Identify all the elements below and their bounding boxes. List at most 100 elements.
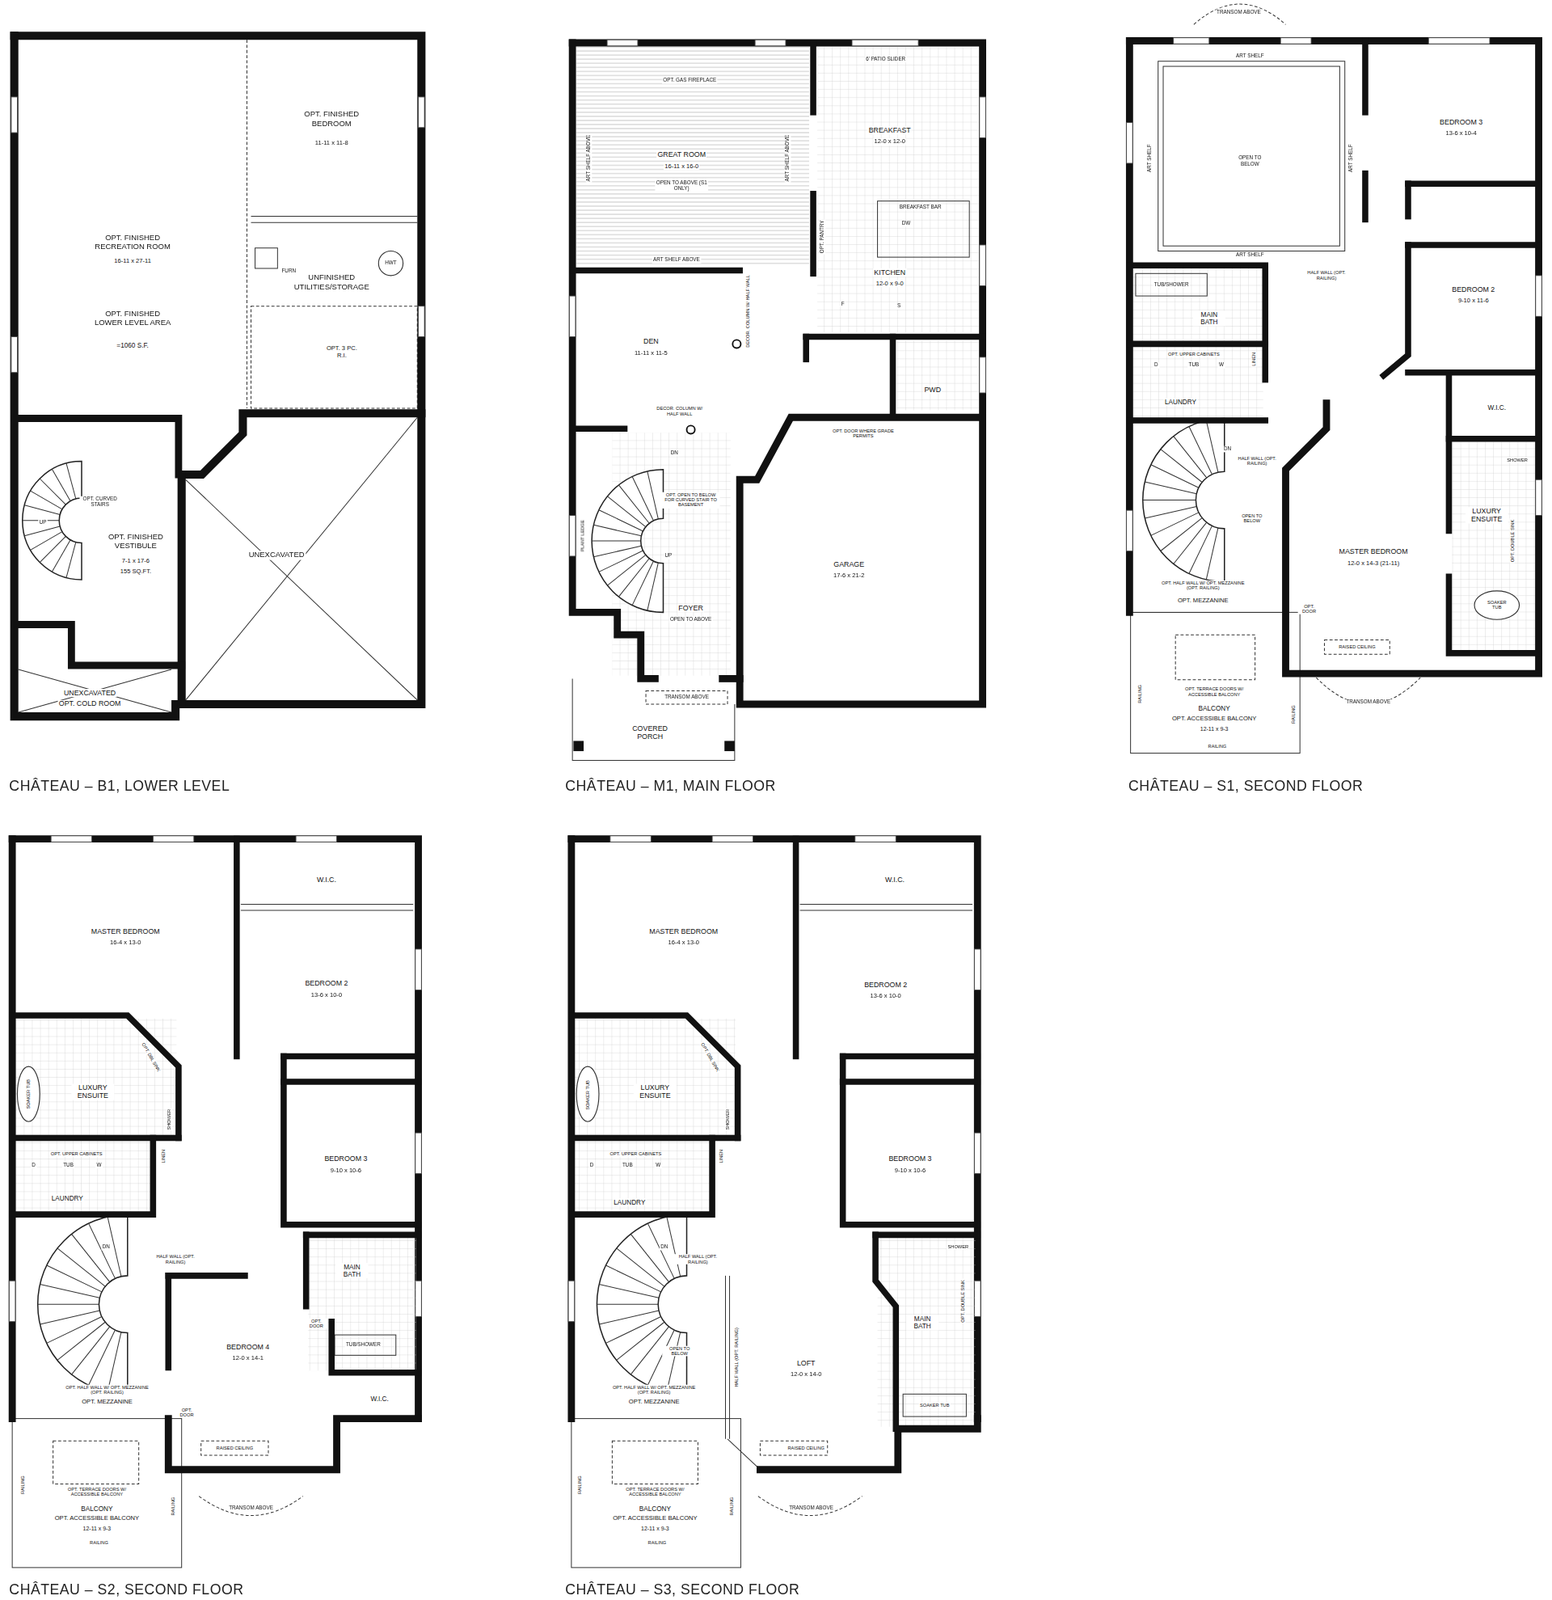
wall (875, 1231, 978, 1239)
room-label: RAILING (1137, 683, 1143, 705)
window (295, 835, 337, 843)
room-label: DN (101, 1244, 111, 1250)
soaker-tub (902, 1393, 966, 1417)
room-label: OPT. MEZZANINE (80, 1398, 134, 1406)
room-label: 12-0 x 12-0 (873, 138, 907, 146)
terrace-doors (611, 1440, 698, 1484)
thin-line (1142, 499, 1197, 501)
thin-line (647, 471, 658, 519)
wall (12, 839, 418, 1419)
room-label: LOFT (796, 1358, 817, 1367)
wall (1383, 244, 1409, 376)
raised-ceiling (759, 1440, 827, 1455)
window (1126, 122, 1134, 163)
window (569, 295, 576, 337)
thin-line (596, 1303, 658, 1305)
room-label: OPEN TO ABOVE (669, 616, 713, 623)
room-label: MAIN BATH (335, 1262, 368, 1278)
room-label: OPEN TO BELOW (1234, 513, 1270, 524)
room-label: 7-1 x 17-6 (121, 557, 152, 566)
thin-line (1160, 449, 1202, 483)
transom (758, 1496, 863, 1516)
room-label: 16-11 x 16-0 (663, 162, 700, 170)
tile-floor (817, 46, 979, 333)
room-label: ART SHELF ABOVE (784, 134, 791, 183)
window (50, 835, 92, 843)
room-label: DN (659, 1244, 670, 1250)
room-label: ART SHELF ABOVE (652, 257, 701, 263)
room-label: OPT. HALF WALL W/ OPT. MEZZANINE (OPT. R… (609, 1384, 699, 1396)
thin-line (1151, 464, 1199, 488)
room-label: DECOR. COLUMN W/ HALF WALL (745, 274, 751, 349)
wall (759, 1418, 978, 1470)
thin-line (607, 554, 646, 586)
tile-floor (877, 1237, 976, 1427)
room-label: RAISED CEILING (786, 1445, 826, 1451)
room-label: LINEN (718, 1148, 725, 1164)
wall (889, 337, 897, 418)
room-label: OPEN TO ABOVE (S1 ONLY) (654, 179, 709, 192)
room-label: 13-6 x 10-0 (310, 991, 344, 999)
furnace (255, 248, 279, 269)
thin-line (66, 463, 76, 499)
room-label: MAIN BATH (906, 1315, 939, 1331)
wall (1261, 346, 1269, 380)
thin-line (598, 1310, 659, 1325)
thin-line (51, 539, 71, 572)
room-label: OPT. DOOR WHERE GRADE PERMITS (831, 428, 895, 439)
room-label: UNFINISHED UTILITIES/STORAGE (286, 274, 376, 292)
room-label: 17-6 x 21-2 (832, 572, 866, 580)
room-label: DN (670, 450, 680, 456)
room-label: RAILING (88, 1539, 110, 1546)
thin-line (725, 1275, 726, 1439)
wall (1129, 265, 1266, 342)
plan-caption: CHÂTEAU – S3, SECOND FLOOR (564, 1580, 802, 1597)
thin-line (185, 479, 418, 701)
window (974, 1132, 981, 1173)
room-label: TUB (62, 1162, 75, 1169)
room-label: KITCHEN (873, 268, 907, 277)
room-label: RAILING (729, 1496, 735, 1517)
wall (283, 1055, 419, 1224)
room-label: LUXURY ENSUITE (71, 1083, 114, 1101)
thin-line (71, 1233, 110, 1282)
room-label: OPEN TO BELOW (662, 1345, 697, 1357)
plan-caption: CHÂTEAU – B1, LOWER LEVEL (8, 777, 231, 794)
room-label: 12-0 x 9-0 (874, 280, 905, 288)
balcony (12, 1418, 182, 1568)
wall (875, 1234, 896, 1429)
wall (168, 1418, 418, 1470)
hardwood-floor (576, 46, 810, 266)
soaker-tub (576, 1066, 599, 1122)
transom (1193, 4, 1287, 25)
window (415, 948, 422, 990)
room-label: BEDROOM 4 (225, 1342, 271, 1351)
room-label: DECOR. COLUMN W/ HALF WALL (653, 405, 707, 417)
wall (12, 1015, 179, 1138)
wall (303, 1234, 310, 1306)
wall (14, 418, 182, 475)
room-label: HALF WALL (OPT. RAILING) (1302, 269, 1350, 281)
room-label: 13-6 x 10-4 (1444, 130, 1478, 138)
room-label: 9-10 x 11-6 (1457, 297, 1490, 305)
wall (572, 42, 655, 679)
room-label: PWD (923, 385, 942, 394)
thin-line (632, 560, 654, 606)
room-label: OPT. MEZZANINE (1176, 597, 1230, 605)
tile-floor (1451, 442, 1536, 652)
room-label: 9-10 x 10-6 (894, 1167, 928, 1175)
thin-line (51, 468, 71, 501)
thin-line (572, 678, 735, 760)
room-label: OPT. FINISHED BEDROOM (299, 110, 365, 129)
thin-line (727, 1438, 760, 1470)
room-label: TRANSOM ABOVE (788, 1505, 835, 1511)
thin-line (630, 1233, 669, 1282)
room-label: ART SHELF (1147, 143, 1153, 173)
room-label: RAILING (1290, 704, 1297, 725)
room-label: OPT. UPPER CABINETS (608, 1151, 663, 1157)
thin-line (24, 505, 60, 515)
room-label: BEDROOM 3 (323, 1155, 369, 1164)
room-label: ART SHELF ABOVE (586, 134, 592, 183)
room-label: TRANSOM ABOVE (663, 694, 710, 701)
room-label: OPT. 3 PC. R.I. (320, 345, 363, 359)
